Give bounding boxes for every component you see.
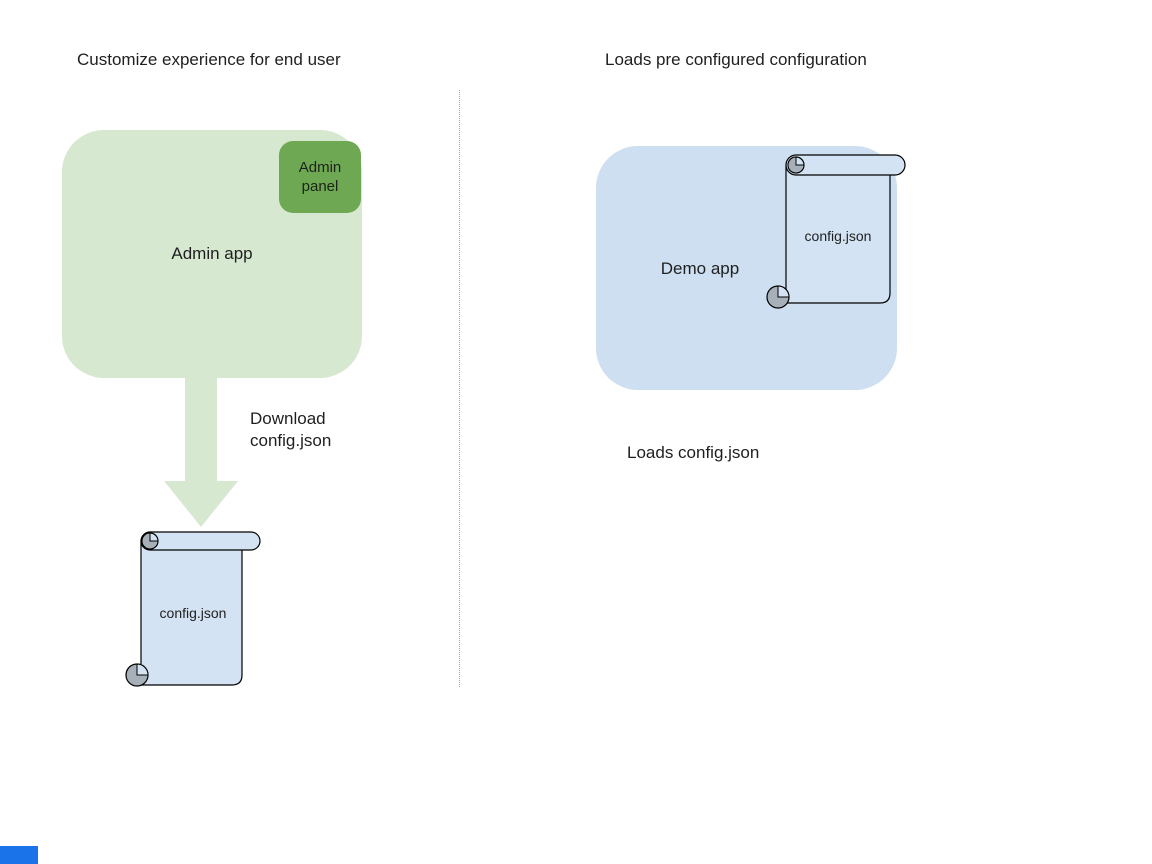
config-file-label: config.json bbox=[159, 605, 227, 621]
download-caption-line2: config.json bbox=[250, 431, 332, 450]
admin-panel-box: Admin panel bbox=[279, 141, 361, 213]
config-scroll-icon bbox=[766, 154, 906, 309]
right-section-title: Loads pre configured configuration bbox=[605, 50, 867, 69]
admin-panel-label-line2: panel bbox=[301, 178, 339, 195]
admin-panel-label-line1: Admin bbox=[298, 159, 342, 176]
section-divider bbox=[459, 90, 460, 687]
demo-app-label: Demo app bbox=[660, 259, 740, 278]
corner-chip bbox=[0, 846, 38, 864]
admin-app-box: Admin app Admin panel bbox=[62, 130, 362, 378]
config-file-label: config.json bbox=[804, 228, 872, 244]
download-caption: Download config.json bbox=[250, 408, 331, 452]
loads-caption: Loads config.json bbox=[627, 443, 760, 462]
download-caption-line1: Download bbox=[250, 409, 326, 428]
admin-app-label: Admin app bbox=[171, 244, 253, 263]
download-arrow-icon bbox=[164, 377, 238, 527]
config-scroll-icon bbox=[125, 531, 261, 687]
left-section-title: Customize experience for end user bbox=[77, 50, 341, 69]
